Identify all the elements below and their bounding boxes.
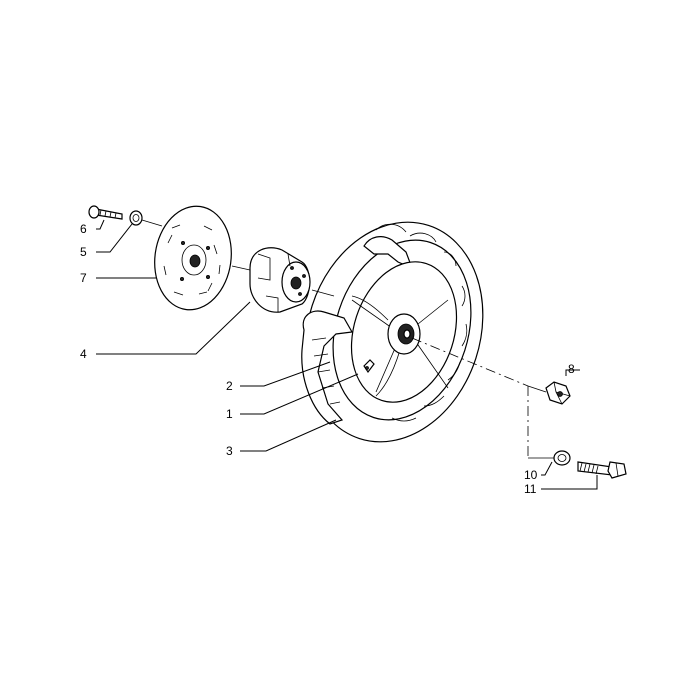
callout-5: 5 [80, 245, 87, 259]
wheel-assembly [301, 221, 484, 443]
part-6-screw [88, 205, 123, 220]
callout-6: 6 [80, 222, 87, 236]
callout-2: 2 [226, 379, 233, 393]
callout-7: 7 [80, 271, 87, 285]
part-11-bolt [577, 461, 627, 479]
callout-1: 1 [226, 407, 233, 421]
leader-lines [96, 219, 598, 490]
part-5-washer [129, 210, 143, 226]
part-8-nut [545, 381, 571, 405]
callout-4: 4 [80, 347, 87, 361]
part-7-brake-disc [154, 205, 232, 311]
callout-3: 3 [226, 444, 233, 458]
part-2-valve [363, 359, 375, 374]
callout-labels: 6 5 7 4 2 1 3 8 10 11 [80, 222, 575, 496]
callout-8: 8 [568, 362, 575, 376]
part-10-washer [553, 450, 571, 466]
callout-10: 10 [524, 468, 538, 482]
part-4-hub [249, 247, 311, 313]
callout-11: 11 [524, 482, 537, 496]
assembly-lines [141, 219, 554, 459]
